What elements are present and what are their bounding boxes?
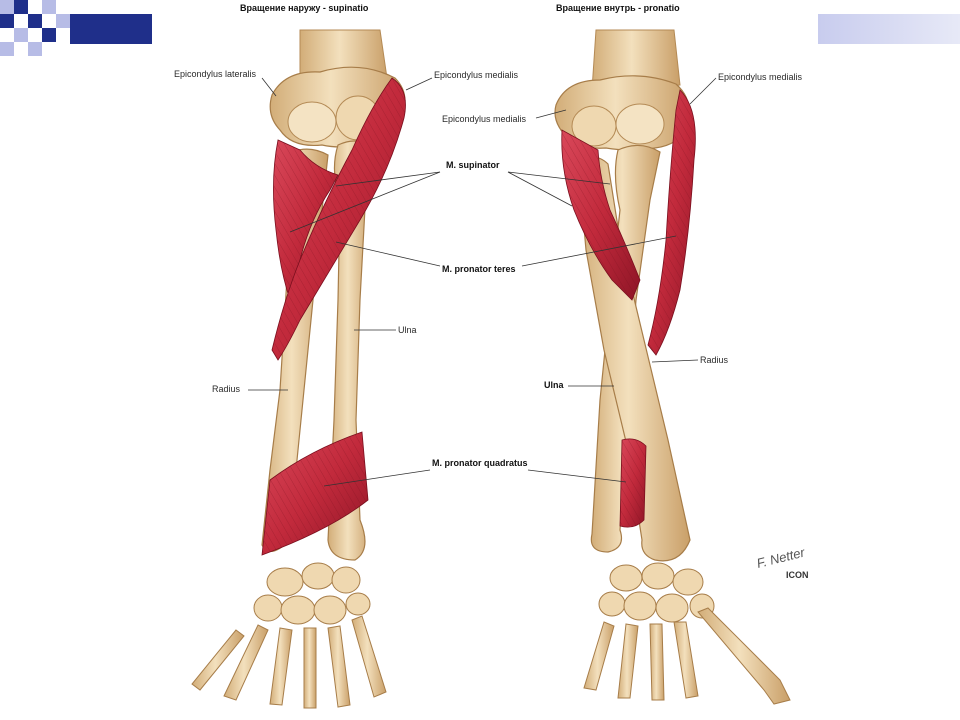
- label-right-radius: Radius: [700, 355, 729, 365]
- label-left-epicondylus-lateralis: Epicondylus lateralis: [174, 69, 257, 79]
- signature-text: F. Netter: [755, 544, 807, 571]
- left-trochlea: [287, 101, 337, 143]
- label-left-radius: Radius: [212, 384, 241, 394]
- label-right-epicondylus-medialis-top: Epicondylus medialis: [718, 72, 803, 82]
- left-title: Вращение наружу - supinatio: [240, 3, 369, 13]
- right-title: Вращение внутрь - pronatio: [556, 3, 680, 13]
- right-forearm: [554, 29, 791, 705]
- right-humerus: [591, 29, 681, 91]
- label-m-pronator-teres: M. pronator teres: [442, 264, 516, 274]
- illustrator-signature: F. Netter ICON: [755, 544, 808, 580]
- right-trochlea: [615, 103, 665, 145]
- decorative-bar-right: [818, 14, 960, 44]
- label-left-epicondylus-medialis: Epicondylus medialis: [434, 70, 519, 80]
- label-right-epicondylus-medialis: Epicondylus medialis: [442, 114, 527, 124]
- logo-text: ICON: [786, 570, 809, 580]
- right-metacarpals: [583, 607, 791, 705]
- right-carpals: [598, 562, 715, 623]
- left-carpals: [253, 562, 371, 625]
- leader-lines: [248, 77, 717, 487]
- label-m-supinator: M. supinator: [446, 160, 500, 170]
- label-m-pronator-quadratus: M. pronator quadratus: [432, 458, 528, 468]
- left-forearm: [191, 29, 406, 709]
- left-metacarpals: [191, 615, 387, 709]
- label-left-ulna: Ulna: [398, 325, 417, 335]
- label-right-ulna: Ulna: [544, 380, 564, 390]
